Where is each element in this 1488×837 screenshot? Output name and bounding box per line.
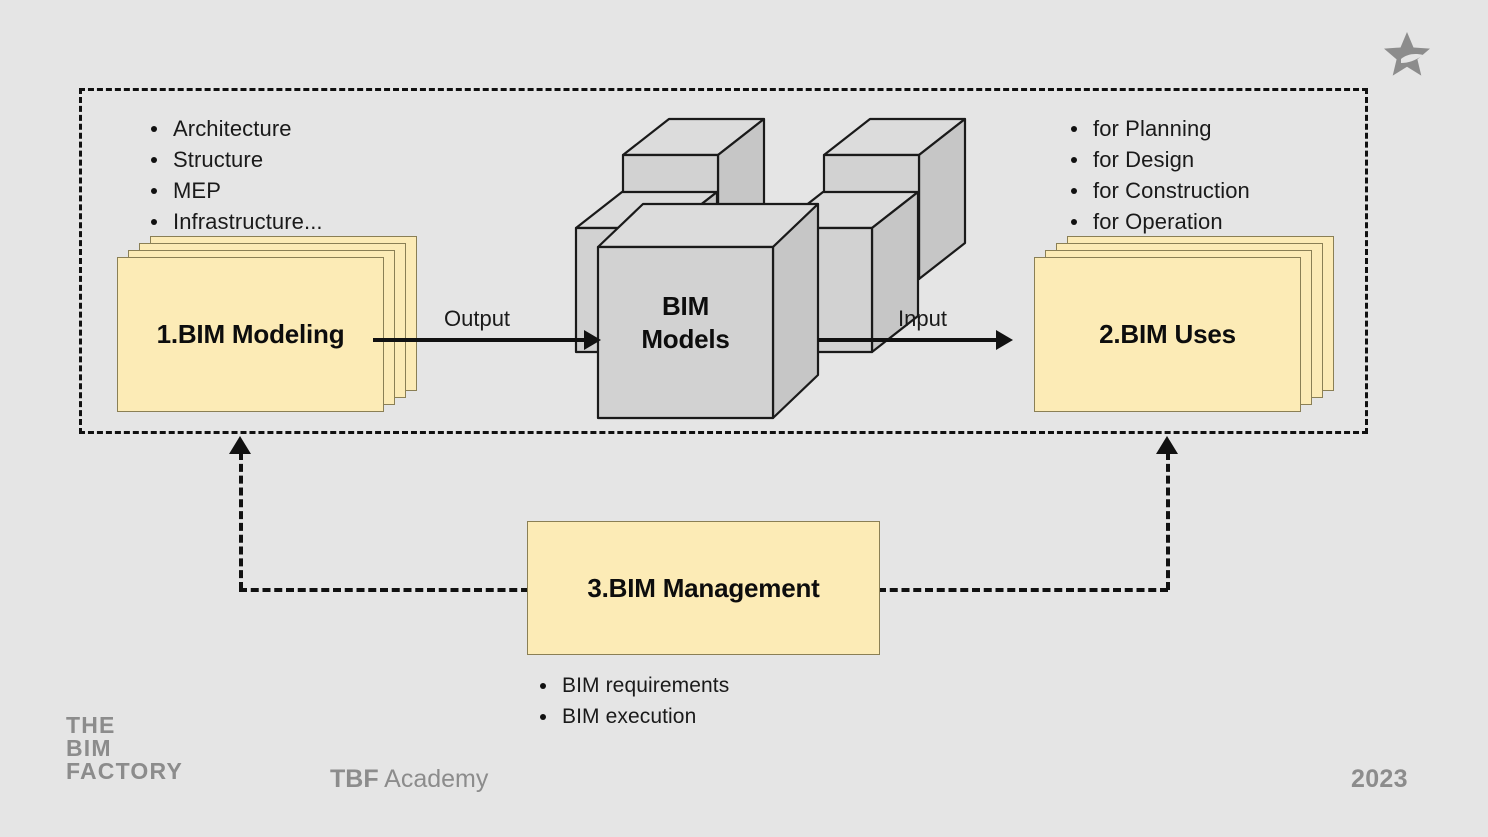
management-right-dashed-riser [1166, 452, 1170, 590]
academy-label: TBF Academy [330, 765, 488, 794]
input-label: Input [898, 306, 947, 331]
list-item: BIM execution [537, 701, 729, 732]
bim-modeling-title: 1.BIM Modeling [156, 319, 345, 349]
list-item: MEP [148, 175, 323, 206]
output-connector-line [373, 338, 585, 342]
bim-models-cube-group[interactable]: BIM Models [560, 105, 980, 430]
cube-front-main [596, 202, 820, 420]
management-right-dashed-line [878, 588, 1168, 592]
bim-management-title: 3.BIM Management [587, 572, 820, 603]
bim-models-title-line2: Models [641, 324, 730, 354]
list-item: Infrastructure... [148, 206, 323, 237]
list-item: Architecture [148, 113, 323, 144]
modeling-bullet-list: Architecture Structure MEP Infrastructur… [148, 113, 323, 237]
brand-wordmark-line2: BIM [66, 735, 112, 761]
brand-wordmark: THE BIM FACTORY [66, 714, 183, 783]
input-connector-line [818, 338, 998, 342]
list-item: Structure [148, 144, 323, 175]
brand-wordmark-line3: FACTORY [66, 758, 184, 784]
card-sheet-front: 1.BIM Modeling [117, 257, 384, 412]
management-bullet-list: BIM requirements BIM execution [537, 670, 729, 732]
bim-uses-title: 2.BIM Uses [1099, 319, 1236, 349]
list-item: for Operation [1068, 206, 1250, 237]
academy-label-word: Academy [378, 765, 489, 793]
management-left-arrow-head-icon [229, 436, 251, 454]
bim-models-title-line1: BIM [661, 291, 710, 321]
output-label: Output [444, 306, 511, 331]
list-item: for Construction [1068, 175, 1250, 206]
bim-modeling-card-stack[interactable]: 1.BIM Modeling [117, 236, 417, 412]
bim-uses-card-stack[interactable]: 2.BIM Uses [1034, 236, 1334, 412]
list-item: BIM requirements [537, 670, 729, 701]
academy-label-abbr: TBF [330, 765, 379, 793]
uses-bullet-list: for Planning for Design for Construction… [1068, 113, 1250, 237]
output-arrow-head-icon [584, 330, 601, 350]
management-left-dashed-line [239, 588, 529, 592]
process-scope-container [79, 88, 1368, 434]
management-right-arrow-head-icon [1156, 436, 1178, 454]
management-left-dashed-riser [239, 452, 243, 590]
card-sheet-front: 2.BIM Uses [1034, 257, 1301, 412]
list-item: for Planning [1068, 113, 1250, 144]
input-arrow-head-icon [996, 330, 1013, 350]
bim-management-box[interactable]: 3.BIM Management [527, 521, 880, 655]
list-item: for Design [1068, 144, 1250, 175]
footer-year: 2023 [1351, 765, 1408, 793]
star-icon [1382, 30, 1432, 80]
brand-wordmark-line1: THE [66, 712, 116, 738]
